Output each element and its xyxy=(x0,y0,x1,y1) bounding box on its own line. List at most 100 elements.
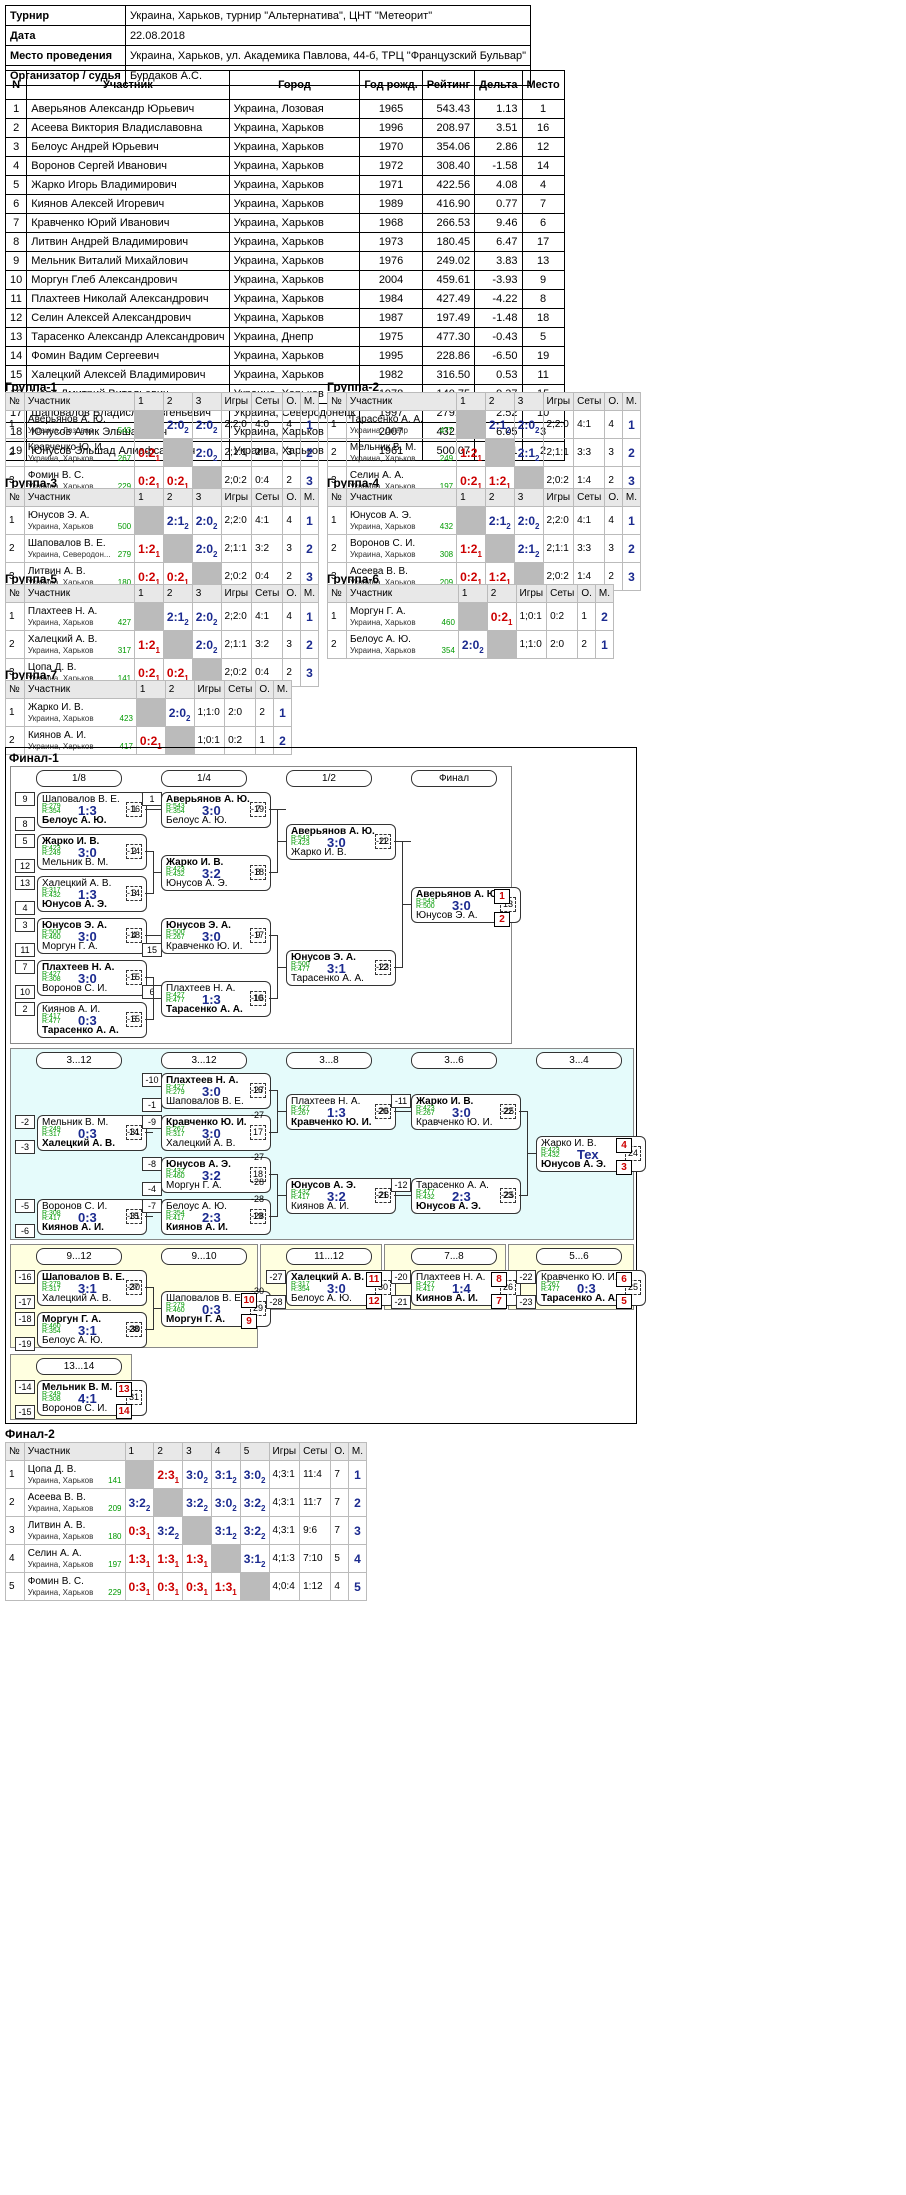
player-city: Украина, Харьков xyxy=(27,1475,94,1485)
group-cell-points: 1 xyxy=(155,673,160,683)
participant-cell: 228.86 xyxy=(421,346,476,366)
participant-cell: Селин Алексей Александрович xyxy=(26,308,230,328)
participants-header: Рейтинг xyxy=(421,70,476,100)
match-player-1: Плахтеев Н. А. xyxy=(166,1075,239,1086)
bracket-ref: -30 xyxy=(127,1324,141,1334)
participant-cell: 4 xyxy=(521,175,565,195)
participant-cell: 416.90 xyxy=(421,194,476,214)
rating-2: R:279 xyxy=(166,1089,185,1096)
player-name: Фомин В. С. xyxy=(27,469,85,481)
player-name: Литвин А. В. xyxy=(27,565,86,577)
participant-cell: Аверьянов Александр Юрьевич xyxy=(26,99,230,119)
group-points: 3 xyxy=(282,630,301,659)
participant-cell: 1 xyxy=(521,99,565,119)
match-number: 1 xyxy=(126,802,142,817)
match-score: 3:0 xyxy=(452,898,471,913)
bracket-ref: -25 xyxy=(501,1106,515,1116)
group-cell-points: 2 xyxy=(213,425,218,435)
participant-cell: Мельник Виталий Михайлович xyxy=(26,251,230,271)
match-player-1: Жарко И. В. xyxy=(541,1138,597,1149)
group-col-header: 2 xyxy=(164,680,195,699)
player-rating: 427 xyxy=(117,617,132,627)
participant-cell: Украина, Харьков xyxy=(228,365,361,385)
player-city: Украина, Харьков xyxy=(27,1587,94,1597)
match-number: 12 xyxy=(375,960,391,975)
group-cell-score: 3:22 xyxy=(182,1488,212,1517)
info-key: Турнир xyxy=(5,5,126,26)
group-col-header: 2 xyxy=(162,488,193,507)
group-row-num: 2 xyxy=(327,534,347,563)
match-number: 22 xyxy=(500,1104,516,1119)
participant-cell: 197.49 xyxy=(421,308,476,328)
group-row-num: 1 xyxy=(5,410,25,439)
group-points: 4 xyxy=(282,410,301,439)
participant-cell: 1973 xyxy=(359,232,423,252)
group-col-header: О. xyxy=(577,584,596,603)
player-name: Аверьянов А. Ю. xyxy=(27,413,106,425)
participant-cell: -6.50 xyxy=(474,346,523,366)
group-col-header: Участник xyxy=(23,584,136,603)
player-name: Асеева В. В. xyxy=(27,1491,86,1503)
rating-2: R:354 xyxy=(291,1286,310,1293)
group-cell-points: 2 xyxy=(213,617,218,627)
group-cell-score: 2:12 xyxy=(484,506,515,535)
participant-cell: Украина, Харьков xyxy=(228,346,361,366)
group-row-num: 1 xyxy=(327,506,347,535)
group-col-header: Сеты xyxy=(299,1442,332,1461)
group-cell-points: 2 xyxy=(213,453,218,463)
group-sets: 11:7 xyxy=(299,1488,332,1517)
group-cell-points: 2 xyxy=(535,521,540,531)
group-sets: 3:2 xyxy=(251,630,284,659)
seed-box: -22 xyxy=(516,1270,536,1284)
info-value: Украина, Харьков, турнир "Альтернатива",… xyxy=(124,5,532,26)
final-place: 9 xyxy=(241,1314,257,1329)
bracket-line xyxy=(269,1216,277,1217)
group-col-header: М. xyxy=(272,680,293,699)
player-city: Украина, Харьков xyxy=(27,713,94,723)
match-score: 0:3 xyxy=(202,1302,221,1317)
match-player-2: Юнусов А. Э. xyxy=(416,1201,481,1212)
group-cell-points: 1 xyxy=(203,1587,208,1597)
group-cell-self xyxy=(484,438,515,467)
group-col-header: 3 xyxy=(182,1442,212,1461)
match-player-1: Моргун Г. А. xyxy=(42,1314,102,1325)
group-col-header: О. xyxy=(282,392,301,411)
rating-2: R:477 xyxy=(166,997,185,1004)
bracket-line xyxy=(277,967,286,968)
group-col-header: 1 xyxy=(134,488,164,507)
seed-box: -3 xyxy=(15,1140,35,1154)
seed-box: -7 xyxy=(142,1199,162,1213)
participant-cell: 12 xyxy=(4,308,28,328)
info-value: Украина, Харьков, ул. Академика Павлова,… xyxy=(124,45,532,66)
rating-1: R:500 xyxy=(42,929,61,936)
participant-cell: 4.08 xyxy=(474,175,523,195)
player-city: Украина, Харьков xyxy=(27,1503,94,1513)
group-col-header: 3 xyxy=(513,392,544,411)
player-rating: 354 xyxy=(441,645,455,655)
group-cell-score: 2:02 xyxy=(457,630,488,659)
group-cell-points: 2 xyxy=(535,453,540,463)
group-sets: 4:0 xyxy=(251,410,284,439)
participant-cell: 5 xyxy=(521,327,565,347)
